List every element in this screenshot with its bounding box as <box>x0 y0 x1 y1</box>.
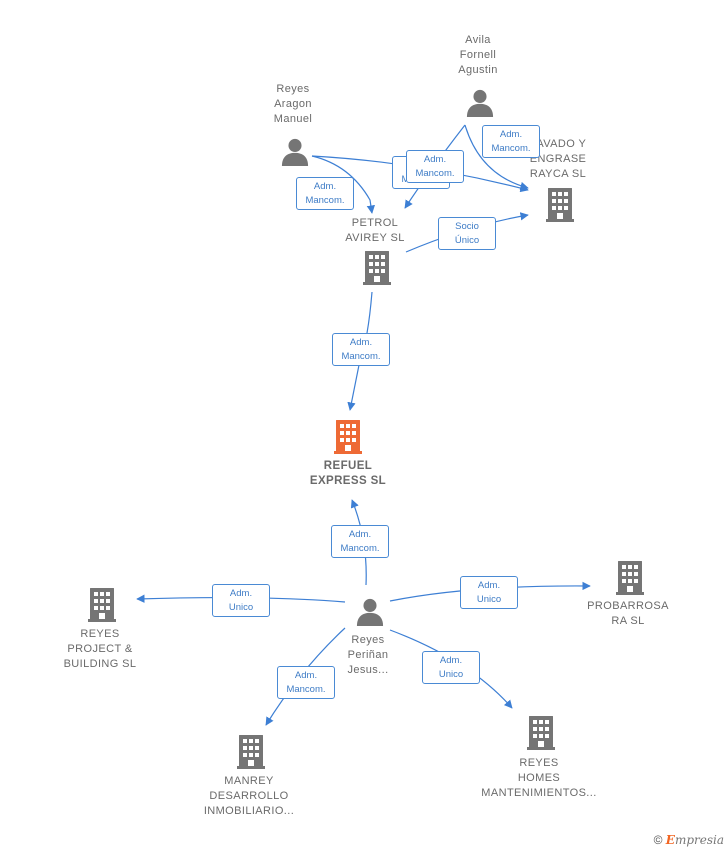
edge-label-avila-to-petrol[interactable]: Adm. Mancom. <box>406 149 464 183</box>
edge-label-reyes_perinan-to-manrey[interactable]: Adm. Mancom. <box>277 665 335 699</box>
edge-avila-to-lavado <box>464 124 529 191</box>
building-icon[interactable] <box>363 251 391 285</box>
building-icon[interactable] <box>527 716 555 750</box>
node-label-lavado[interactable]: LAVADO Y ENGRASE RAYCA SL <box>529 138 587 180</box>
node-label-petrol[interactable]: PETROL AVIREY SL <box>345 217 405 244</box>
edge-label-reyes_perinan-to-reyes_homes[interactable]: Adm. Unico <box>422 650 480 684</box>
edge-label-reyes_aragon-to-petrol[interactable]: Adm. Mancom. <box>296 176 354 210</box>
brand-name-rest: mpresia <box>674 833 724 847</box>
person-icon[interactable] <box>466 89 494 117</box>
footer-brand: © Empresia <box>654 833 724 847</box>
node-label-refuel[interactable]: REFUEL EXPRESS SL <box>309 460 387 487</box>
building-icon[interactable] <box>237 735 265 769</box>
edge-label-reyes_perinan-to-refuel[interactable]: Adm. Mancom. <box>331 524 389 558</box>
node-label-avila[interactable]: Avila Fornell Agustin <box>458 34 498 76</box>
building-icon[interactable] <box>616 561 644 595</box>
building-icon[interactable] <box>334 420 362 454</box>
edge-reyes_aragon-to-petrol <box>311 155 376 214</box>
brand-first-letter: E <box>665 833 675 847</box>
node-label-reyes-project[interactable]: REYES PROJECT & BUILDING SL <box>63 628 137 670</box>
node-label-probarrosa[interactable]: PROBARROSA RA SL <box>587 600 669 627</box>
node-label-manrey[interactable]: MANREY DESARROLLO INMOBILIARIO... <box>203 775 295 817</box>
edge-label-petrol-to-lavado[interactable]: Socio Único <box>438 216 496 250</box>
node-label-reyes-perinan[interactable]: Reyes Periñan Jesus... <box>347 634 389 676</box>
building-icon[interactable] <box>546 188 574 222</box>
person-icon[interactable] <box>281 138 309 166</box>
node-label-reyes-homes[interactable]: REYES HOMES MANTENIMIENTOS... <box>481 757 597 799</box>
edge-label-reyes_perinan-to-reyes_project[interactable]: Adm. Unico <box>212 583 270 617</box>
person-icon[interactable] <box>356 598 384 626</box>
edge-label-reyes_perinan-to-probarrosa[interactable]: Adm. Unico <box>460 575 518 609</box>
edge-label-petrol-to-refuel[interactable]: Adm. Mancom. <box>332 332 390 366</box>
node-label-reyes-aragon[interactable]: Reyes Aragon Manuel <box>273 83 313 125</box>
copyright-symbol: © <box>653 833 663 847</box>
brand-logo: Empresia <box>666 833 724 847</box>
edge-label-avila-to-lavado[interactable]: Adm. Mancom. <box>482 124 540 158</box>
building-icon[interactable] <box>88 588 116 622</box>
